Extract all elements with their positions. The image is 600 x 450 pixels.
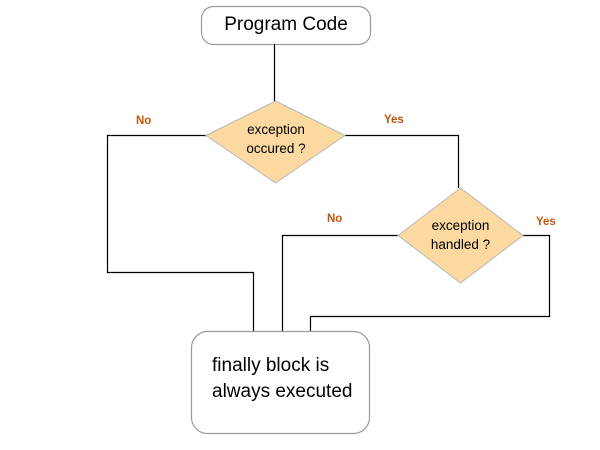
decision2-line2: handled ? — [430, 237, 491, 252]
connector-decision1-yes — [345, 134, 460, 188]
connector-decision2-no — [281, 234, 398, 331]
decision1-label: exception occured ? — [216, 120, 336, 158]
decision1-line1: exception — [247, 122, 305, 137]
decision2-label: exception handled ? — [403, 216, 518, 254]
connector-decision1-no — [106, 134, 255, 331]
end-line1: finally block is — [212, 355, 330, 376]
decision2-line1: exception — [431, 218, 490, 233]
decision1-diamond — [205, 100, 346, 184]
decision1-line2: occured ? — [246, 141, 306, 156]
edge-label-decision2-no: No — [327, 213, 343, 225]
end-line2: always executed — [212, 381, 353, 402]
start-box — [200, 5, 372, 46]
edge-label-decision1-yes: Yes — [384, 114, 404, 126]
connector-decision2-yes — [309, 234, 551, 331]
decision2-diamond — [397, 187, 524, 284]
start-label: Program Code — [224, 14, 348, 35]
edge-label-decision2-yes: Yes — [536, 216, 556, 228]
end-label: finally block is always executed — [212, 353, 352, 405]
edge-label-decision1-no: No — [136, 115, 152, 127]
end-box — [190, 330, 371, 435]
